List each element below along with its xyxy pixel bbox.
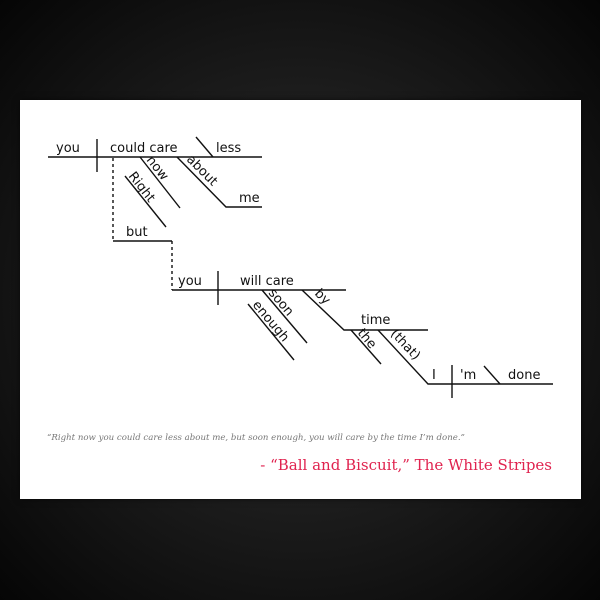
clause2-verb: will care xyxy=(240,274,294,289)
clause2-modifier-soon-line xyxy=(261,289,308,344)
clause1-preposition: about xyxy=(183,152,220,189)
clause2-sub-subject: I xyxy=(432,368,436,383)
clause2-relative-line xyxy=(377,329,553,385)
clause2-modifier-enough-line xyxy=(247,303,295,361)
clause1-prep-line xyxy=(176,156,262,208)
clause2-subject: you xyxy=(178,274,202,289)
clause2-sub-verb: 'm xyxy=(460,368,476,383)
conjunction-word: but xyxy=(126,225,148,240)
clause1-object: less xyxy=(216,141,241,156)
clause2-sub-complement: done xyxy=(508,368,540,383)
lyric-quote: “Right now you could care less about me,… xyxy=(47,433,465,443)
clause1-modifier-now: now xyxy=(143,153,172,184)
clause1-object-divider xyxy=(195,136,214,158)
clause1-modifier-right-line xyxy=(124,175,167,228)
clause2-sub-complement-divider xyxy=(483,365,501,385)
clause2-prep-object: time xyxy=(361,313,390,328)
clause2-article-line xyxy=(350,329,382,365)
song-attribution: - “Ball and Biscuit,” The White Stripes xyxy=(260,456,552,474)
clause1-modifier-now-line xyxy=(139,156,181,209)
clause2-prep-line xyxy=(301,289,428,331)
clause1-subject: you xyxy=(56,141,80,156)
clause1-prep-object: me xyxy=(239,191,260,206)
clause1-verb: could care xyxy=(110,141,178,156)
